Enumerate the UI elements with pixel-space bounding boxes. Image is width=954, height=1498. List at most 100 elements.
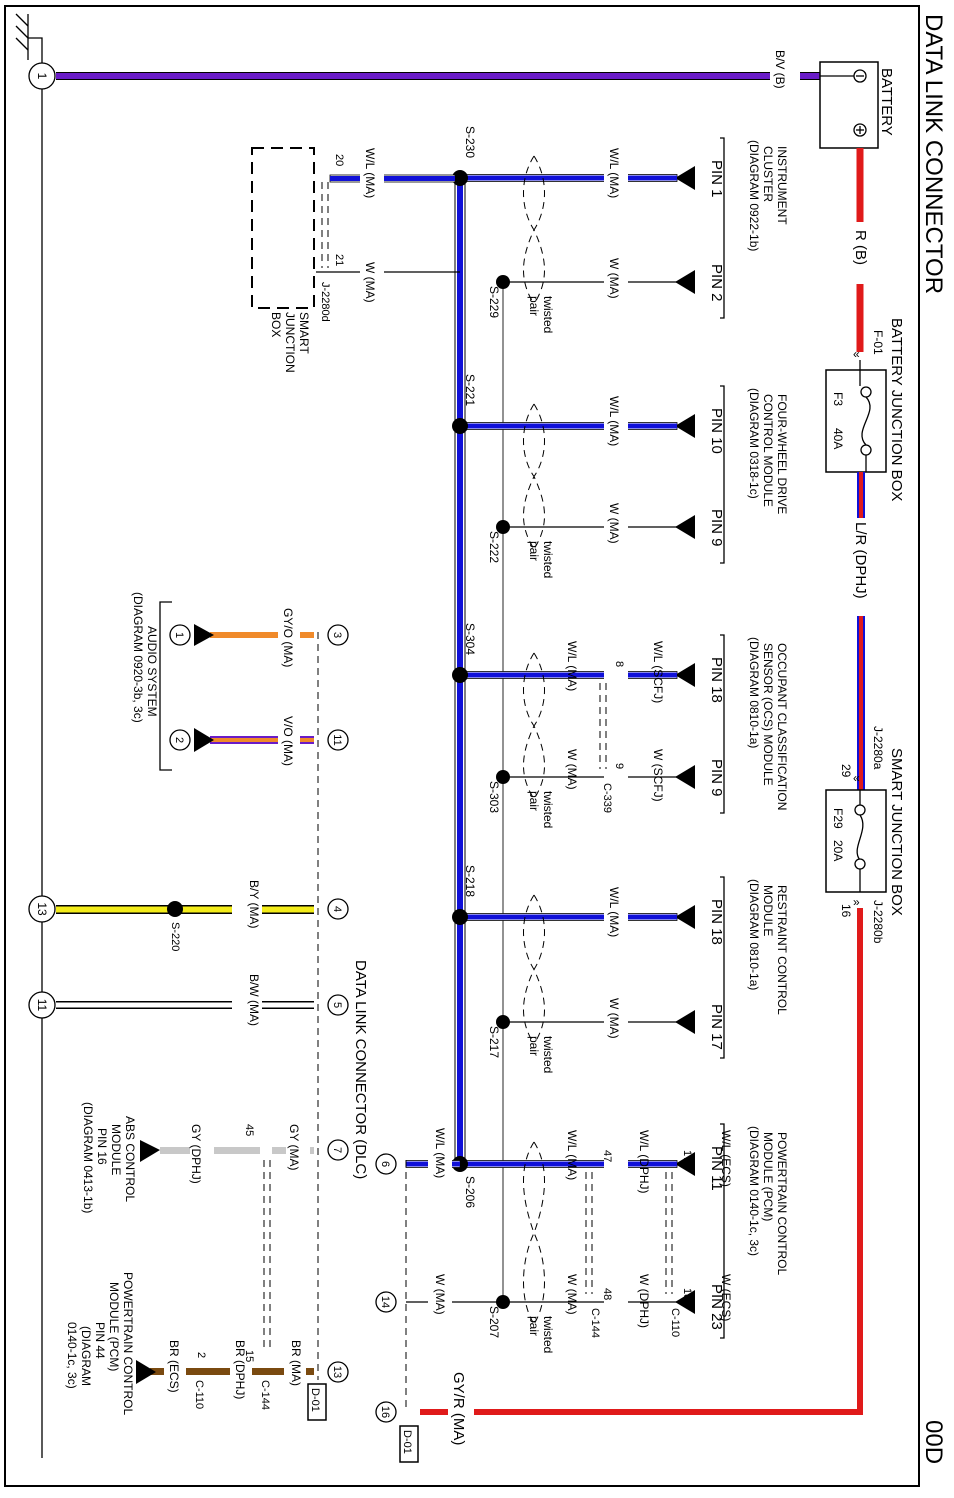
module-3-pair-label: pair bbox=[527, 1036, 541, 1056]
splice-s-229 bbox=[496, 275, 510, 289]
abs-label-4: (DIAGRAM 0413-1b) bbox=[81, 1102, 95, 1213]
dlc-pin-11 bbox=[327, 729, 349, 751]
lr-wire-label: L/R (DPHJ) bbox=[852, 522, 869, 599]
splice-s220-label: S-220 bbox=[169, 922, 181, 951]
module-1-name-line-2: (DIAGRAM 0318-1c) bbox=[747, 388, 761, 499]
page-code: 00D bbox=[920, 1420, 947, 1464]
module-0-pair-label: pair bbox=[527, 296, 541, 316]
ground-ref-11 bbox=[28, 991, 56, 1019]
vo-wire-label: V/O (MA) bbox=[281, 716, 295, 766]
module-4-name-line-2: (DIAGRAM 0140-1c, 3c) bbox=[747, 1126, 761, 1256]
ground-symbol bbox=[15, 13, 43, 64]
splice-0-b-label: S-229 bbox=[487, 286, 501, 318]
pcm-wire-b3-label: W (MA) bbox=[565, 1274, 579, 1315]
splice-0-a-label: S-230 bbox=[463, 126, 477, 158]
bjb-connector-symbol: « bbox=[853, 347, 860, 361]
splice-4-b-label: S-207 bbox=[487, 1306, 501, 1338]
c144-pin-47: 47 bbox=[601, 1150, 613, 1162]
module-4-pin-a-terminal bbox=[675, 1152, 695, 1176]
dlc-pin-5 bbox=[327, 994, 349, 1016]
c110-label: C-110 bbox=[669, 1308, 681, 1337]
fuse-f29-terminal-a bbox=[854, 804, 866, 816]
module-0-name-line-2: (DIAGRAM 0922-1b) bbox=[747, 140, 761, 251]
module-4-pair-label: pair bbox=[527, 1316, 541, 1336]
dlc-pin-13-label: 13 bbox=[331, 1366, 343, 1378]
audio-vo-wire bbox=[210, 736, 314, 744]
pcm-wire-a-label: W/L (ECS) bbox=[719, 1130, 733, 1187]
battery-ground-wire bbox=[56, 73, 820, 79]
c339-pin-8: 8 bbox=[613, 661, 625, 667]
module-0-pin-a-terminal bbox=[675, 166, 695, 190]
dlc-pin-16-label: 16 bbox=[379, 1406, 391, 1418]
fuse-f29-rating: 20A bbox=[831, 840, 845, 861]
splice-s-303 bbox=[496, 770, 510, 784]
ground-pin-label: 1 bbox=[35, 73, 49, 80]
sjb-can-text: SMART JUNCTION BOX bbox=[269, 312, 311, 373]
fuse-f29-terminal-b bbox=[854, 858, 866, 870]
module-2-pin-a-terminal bbox=[675, 663, 695, 687]
module-4-pin-b-terminal bbox=[675, 1290, 695, 1314]
sjb-can-pin-a: 20 bbox=[333, 154, 345, 166]
audio-label: AUDIO SYSTEM bbox=[145, 626, 159, 717]
abs-terminal bbox=[140, 1140, 160, 1162]
audio-pin1-label: 1 bbox=[173, 632, 185, 638]
module-1-name-line-1: CONTROL MODULE bbox=[761, 394, 775, 507]
splice-3-a-label: S-218 bbox=[463, 865, 477, 897]
abs-label-2: MODULE bbox=[109, 1124, 123, 1175]
fuse-f29-icon bbox=[856, 814, 864, 861]
bjb-fuse-box bbox=[825, 369, 887, 473]
pcm44-terminal bbox=[136, 1360, 156, 1384]
module-2-twisted-label: twisted bbox=[541, 791, 555, 828]
module-4-pin-a-label: PIN 11 bbox=[708, 1146, 725, 1191]
module-3-name-line-2: (DIAGRAM 0810-1a) bbox=[747, 879, 761, 990]
fuse-f3-rating: 40A bbox=[831, 428, 845, 449]
splice-3-b-label: S-217 bbox=[487, 1026, 501, 1058]
audio-pin2-circle bbox=[169, 729, 191, 751]
gy-dphj-wire-label: GY (DPHJ) bbox=[189, 1124, 203, 1184]
module-4-bracket bbox=[720, 1123, 725, 1339]
audio-pin1-terminal bbox=[194, 624, 214, 646]
c339-pin-9: 9 bbox=[613, 763, 625, 769]
dlc-pin-4 bbox=[327, 898, 349, 920]
pcm44-label-3: PIN 44 bbox=[93, 1322, 107, 1359]
fuse-f3-label: F3 bbox=[831, 392, 845, 406]
module-0-wire-b-label: W (MA) bbox=[607, 258, 621, 299]
dlc-pin-4-label: 4 bbox=[331, 906, 343, 912]
splice-s-230 bbox=[452, 170, 468, 186]
dlc-pin-6-label: 6 bbox=[379, 1161, 391, 1167]
sjb-can-wire-a bbox=[329, 170, 456, 186]
module-0-name-line-0: INSTRUMENT bbox=[775, 146, 789, 225]
splice-2-a-label: S-304 bbox=[463, 623, 477, 655]
c110-pin-18: 18 bbox=[681, 1288, 693, 1300]
splice-2-b-label: S-303 bbox=[487, 781, 501, 813]
fuse-f3-terminal-b bbox=[860, 444, 872, 456]
sjb-can-label-3: BOX bbox=[269, 312, 283, 337]
sjb-can-label-2: JUNCTION bbox=[283, 312, 297, 373]
splice-s-217 bbox=[496, 1015, 510, 1029]
module-3-wire-b-label: W (MA) bbox=[607, 998, 621, 1039]
bjb-label: BATTERY JUNCTION BOX bbox=[888, 318, 905, 501]
module-0-twisted-pair-icon bbox=[523, 155, 545, 305]
br-wire bbox=[150, 1360, 314, 1382]
sjb-out-pin-label: 16 bbox=[839, 904, 853, 918]
abs-label-1: ABS CONTROL bbox=[123, 1116, 137, 1202]
module-3-name-line-1: MODULE bbox=[761, 885, 775, 936]
sjb-out-connector-symbol: » bbox=[853, 895, 860, 909]
module-1-pin-a-terminal bbox=[675, 414, 695, 438]
dlc-pin-3 bbox=[327, 624, 349, 646]
module-3-pin-b-label: PIN 17 bbox=[708, 1004, 725, 1050]
br-ecs-wire-label: BR (ECS) bbox=[167, 1340, 181, 1393]
c339-label: C-339 bbox=[601, 783, 613, 813]
c144-label: C-144 bbox=[589, 1308, 601, 1338]
sjb-can-pin-b: 21 bbox=[333, 254, 345, 266]
splice-s220 bbox=[167, 901, 183, 917]
c144-label-br: C-144 bbox=[259, 1380, 271, 1410]
gy-wire bbox=[160, 1140, 314, 1160]
module-1-wire-a-label: W/L (MA) bbox=[607, 396, 621, 446]
splice-1-a-label: S-221 bbox=[463, 374, 477, 406]
module-2-pair-label: pair bbox=[527, 791, 541, 811]
audio-pin2-label: 2 bbox=[173, 737, 185, 743]
pcm-wire-a2-label: W/L (DPHJ) bbox=[637, 1130, 651, 1194]
ground-ref-11-label: 11 bbox=[35, 999, 49, 1012]
dlc-connector-label-2: D-01 bbox=[401, 1430, 413, 1454]
